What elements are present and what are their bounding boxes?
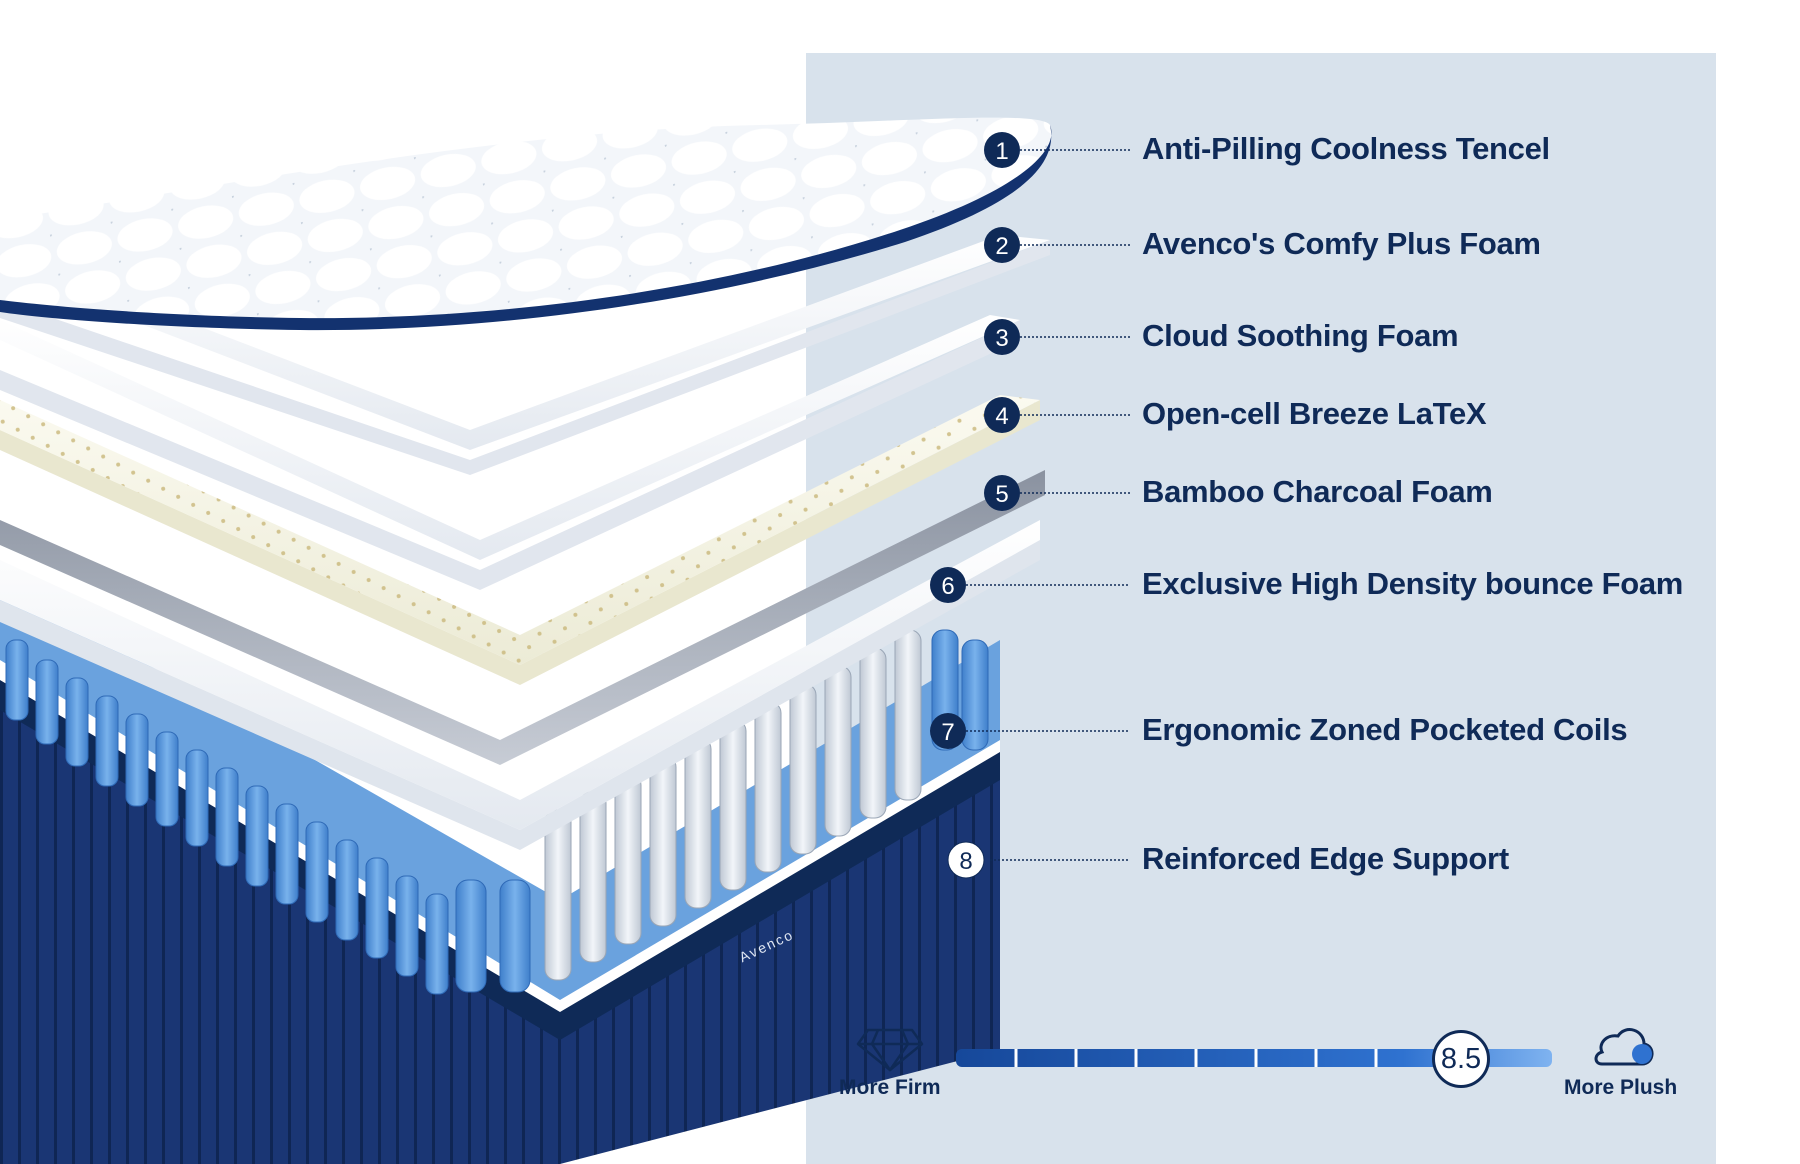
leader-lines xyxy=(966,149,1130,861)
marker-number: 7 xyxy=(941,719,954,746)
layer-label-6: Exclusive High Density bounce Foam xyxy=(1142,566,1684,601)
layer-6-foam xyxy=(0,540,1040,850)
marker-7 xyxy=(930,713,966,749)
marker-3 xyxy=(984,319,1020,355)
marker-number: 6 xyxy=(941,573,954,600)
layer-markers xyxy=(930,132,1020,879)
marker-8 xyxy=(947,841,985,879)
marker-1 xyxy=(984,132,1020,168)
marker-number: 2 xyxy=(995,233,1008,260)
layer-3-foam xyxy=(0,320,1020,590)
firmness-bar xyxy=(956,1049,1552,1067)
more-plush-label: More Plush xyxy=(1564,1076,1678,1099)
layer-label-4: Open-cell Breeze LaTeX xyxy=(1142,396,1487,431)
marker-4 xyxy=(984,397,1020,433)
marker-2 xyxy=(984,227,1020,263)
diamond-icon xyxy=(856,1028,924,1072)
layer-4-latex xyxy=(0,400,1040,685)
marker-number: 8 xyxy=(959,848,972,875)
marker-number: 4 xyxy=(995,403,1008,430)
layer-label-7: Ergonomic Zoned Pocketed Coils xyxy=(1142,712,1628,747)
marker-6 xyxy=(930,567,966,603)
coil-layer xyxy=(0,580,1000,1000)
firmness-scale xyxy=(956,1049,1552,1067)
base-layer xyxy=(0,665,1000,1164)
cloud-icon xyxy=(1594,1028,1654,1066)
more-firm-label: More Firm xyxy=(839,1076,941,1099)
layer-label-3: Cloud Soothing Foam xyxy=(1142,318,1459,353)
firmness-rating-badge: 8.5 xyxy=(1432,1030,1490,1088)
layer-label-5: Bamboo Charcoal Foam xyxy=(1142,474,1493,509)
layer-label-2: Avenco's Comfy Plus Foam xyxy=(1142,226,1541,261)
layer-label-1: Anti-Pilling Coolness Tencel xyxy=(1142,131,1550,166)
layer-5-charcoal xyxy=(0,470,1045,765)
marker-number: 3 xyxy=(995,325,1008,352)
layer-label-8: Reinforced Edge Support xyxy=(1142,841,1509,876)
marker-number: 1 xyxy=(995,138,1008,165)
marker-number: 5 xyxy=(995,481,1008,508)
marker-5 xyxy=(984,475,1020,511)
layer-1-quilted-top xyxy=(0,117,1052,331)
